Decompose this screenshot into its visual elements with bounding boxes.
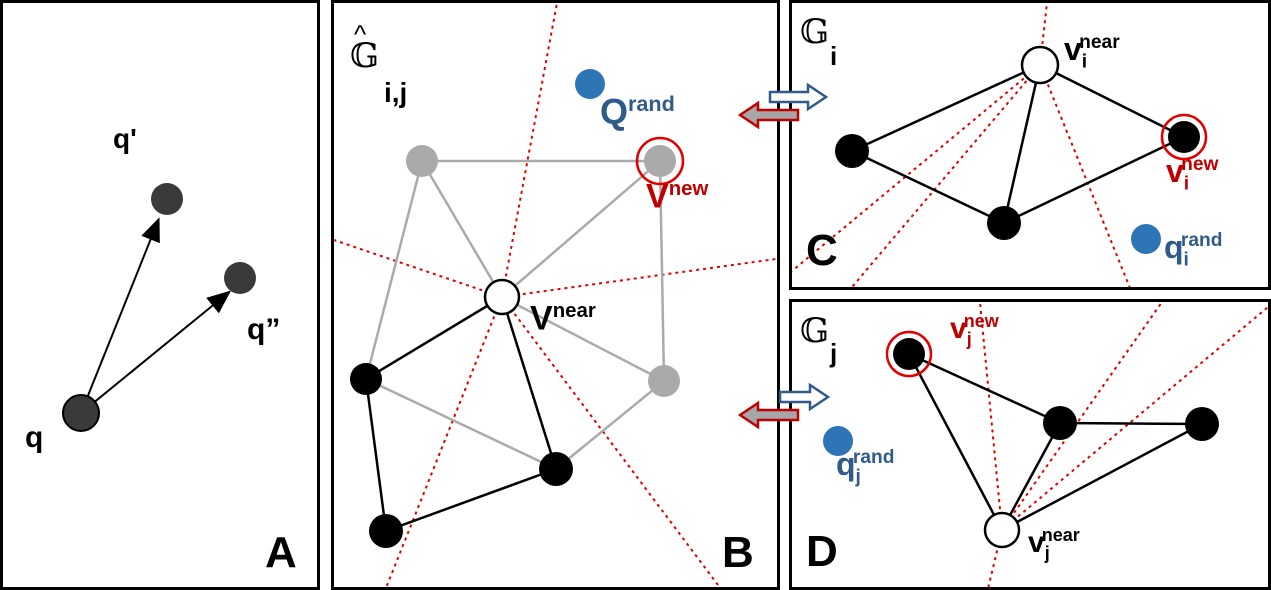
node-c-bottom [987, 206, 1021, 240]
panel-letter-b: B [722, 528, 754, 577]
label-q: q [25, 421, 44, 454]
edge-q-q1 [80, 217, 160, 414]
label-v-new-d: vjnew [950, 311, 999, 349]
node-c-v-near [1020, 45, 1060, 85]
q-rand-point-d [823, 426, 853, 456]
label-v-new-c: vinew [1166, 153, 1219, 195]
gray-edges [364, 159, 666, 471]
label-q-rand-c: qirand [1164, 229, 1223, 271]
panel-a: q' q” q A [0, 0, 320, 590]
panel-letter-a: A [265, 528, 297, 577]
edges-c [851, 63, 1185, 225]
node-q1 [151, 183, 183, 215]
node-black-bottom-mid [539, 452, 573, 486]
voronoi-lines-c [792, 3, 1131, 287]
panel-b-graph [334, 3, 777, 587]
node-d-right [1185, 407, 1219, 441]
black-edges [364, 295, 558, 533]
voronoi-lines [334, 3, 777, 587]
graph-sub-b: i,j [384, 77, 408, 108]
node-gray-top-left [406, 145, 438, 177]
panel-letter-c: C [806, 226, 838, 275]
v-new-highlight-ring [635, 136, 685, 186]
graph-sub-d: j [830, 338, 838, 368]
graph-symbol-c: 𝔾 [800, 12, 830, 52]
graph-symbol-b: 𝔾 [350, 36, 380, 76]
label-q2: q” [247, 313, 281, 346]
node-q2 [224, 262, 256, 294]
node-d-v-near [983, 511, 1021, 549]
panel-a-graph [62, 183, 256, 432]
node-c-left [835, 134, 869, 168]
edges-d [907, 352, 1203, 532]
panel-c-graph [792, 3, 1208, 287]
node-v-near [483, 278, 521, 316]
label-v-new-b: Vnew [646, 177, 709, 216]
voronoi-lines-d [979, 302, 1268, 587]
node-q [62, 394, 100, 432]
node-black-bottom-left [369, 514, 403, 548]
panel-b: 𝔾 ^ i,j Qrand Vnew Vnear B [331, 0, 780, 590]
node-d-v-new [893, 338, 925, 370]
label-q1: q' [113, 123, 137, 154]
node-v-new [644, 145, 676, 177]
graph-symbol-d: 𝔾 [800, 311, 830, 351]
panel-letter-d: D [806, 527, 838, 576]
label-q-rand-d: qjrand [836, 446, 895, 488]
node-black-left [350, 363, 382, 395]
arrow-right-icon [768, 82, 829, 112]
arrows-b-c [738, 82, 829, 130]
label-v-near-b: Vnear [530, 299, 596, 338]
panel-c: 𝔾 i vinear vinew qirand C [789, 0, 1271, 290]
label-q-rand-b: Qrand [600, 91, 675, 132]
graph-hat-b: ^ [354, 19, 367, 49]
arrow-left-icon [738, 100, 800, 130]
node-d-mid [1043, 406, 1077, 440]
v-new-highlight-ring-c [1160, 113, 1208, 161]
arrows-b-d [738, 382, 831, 430]
arrow-right-icon-2 [778, 382, 831, 412]
panel-d: 𝔾 j vjnew qjrand vjnear D [789, 299, 1271, 590]
q-rand-point-c [1131, 224, 1161, 254]
panel-d-graph [823, 302, 1268, 587]
arrow-left-icon-2 [738, 400, 800, 430]
node-gray-right [648, 365, 680, 397]
v-new-highlight-ring-d [885, 330, 933, 378]
edge-q-q2 [80, 290, 232, 414]
label-v-near-d: vjnear [1028, 525, 1080, 563]
q-rand-point [575, 69, 605, 99]
graph-sub-c: i [830, 41, 838, 71]
node-c-v-new [1168, 121, 1200, 153]
label-v-near-c: vinear [1064, 31, 1120, 73]
